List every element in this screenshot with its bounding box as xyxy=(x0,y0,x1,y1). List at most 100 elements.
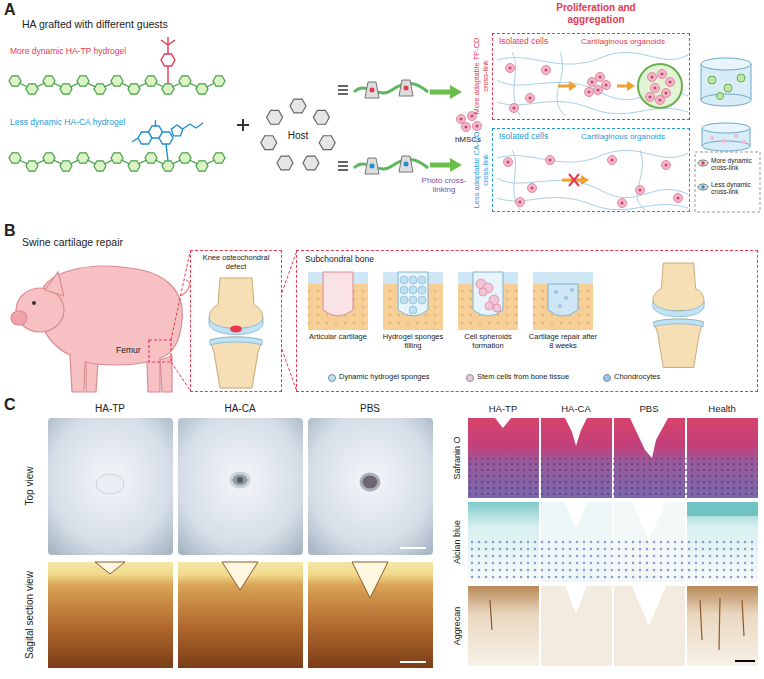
illustration-part xyxy=(717,93,724,100)
illustration-part xyxy=(450,158,462,172)
illustration-part xyxy=(687,586,758,666)
row-label: More adaptable TP-CD cross-link xyxy=(473,34,490,118)
step-caption: Cartilage repair after 8 weeks xyxy=(528,333,598,350)
illustration-part xyxy=(450,85,462,99)
illustration-part xyxy=(171,125,182,136)
illustration-part xyxy=(365,158,379,174)
illustration-part xyxy=(473,272,503,316)
host-cyclodextrin xyxy=(261,99,335,170)
illustration-part xyxy=(400,547,426,549)
hydrogel-network xyxy=(497,52,688,210)
illustration-part xyxy=(637,150,645,210)
column-header: PBS xyxy=(360,403,380,415)
illustration-part xyxy=(569,174,579,186)
row-label: Aggrecan xyxy=(452,607,462,646)
illustration-part xyxy=(632,586,666,626)
process-label: Proliferation and aggregation xyxy=(537,2,655,25)
illustration-part xyxy=(418,276,426,284)
illustration-part xyxy=(750,128,751,146)
column-header: HA-CA xyxy=(561,404,591,415)
illustration-part xyxy=(338,93,348,95)
illustration-part xyxy=(400,286,408,294)
illustration-part xyxy=(516,198,525,207)
illustration-part xyxy=(352,562,388,598)
illustration-part xyxy=(497,178,688,198)
illustration-part xyxy=(181,280,189,296)
illustration-part xyxy=(490,598,744,650)
illustration-part xyxy=(562,179,582,182)
result-box: Isolated cellsCartilaginous organoids xyxy=(492,33,690,120)
illustration-part xyxy=(404,162,409,167)
illustration-part xyxy=(458,272,518,284)
illustration-part xyxy=(724,84,732,92)
row-label: Sagital section view xyxy=(24,571,36,659)
illustration-part xyxy=(178,418,303,555)
illustration-part xyxy=(646,93,655,102)
illustration-part xyxy=(485,302,493,310)
illustration-part xyxy=(183,123,203,129)
illustration-part xyxy=(506,64,515,73)
illustration-part xyxy=(161,40,168,45)
illustration-part xyxy=(40,266,182,392)
illustration-part xyxy=(666,78,675,87)
orange-arrow xyxy=(558,81,577,91)
illustration-part xyxy=(161,54,175,66)
illustration-part xyxy=(489,295,499,305)
illustration-part xyxy=(614,502,685,582)
row-label: Less adaptable CA-CD cross-link xyxy=(473,130,490,210)
illustration-part xyxy=(542,66,551,75)
illustration-part xyxy=(734,134,738,138)
illustration-part xyxy=(95,562,125,574)
illustration-part xyxy=(458,284,518,330)
legend-swatch xyxy=(466,374,474,382)
illustration-part xyxy=(658,70,667,79)
illustration-part xyxy=(418,296,426,304)
legend-text: Less dynamic cross-link xyxy=(711,181,759,196)
illustration-part xyxy=(687,502,758,516)
illustration-part xyxy=(473,122,482,131)
illustration-part xyxy=(700,600,702,640)
illustration-part xyxy=(166,144,168,161)
illustration-part xyxy=(618,199,627,208)
illustration-part xyxy=(303,156,319,170)
illustration-part xyxy=(45,272,64,296)
illustration-part xyxy=(178,562,303,668)
illustration-part xyxy=(710,136,714,140)
illustration-part xyxy=(554,290,558,294)
repair-steps xyxy=(308,272,593,330)
legend-text: Chondrocytes xyxy=(614,373,660,382)
knee-highlight xyxy=(149,340,171,362)
illustration-part xyxy=(430,90,452,95)
illustration-part xyxy=(171,252,190,340)
step-caption: Hydrogel sponges filling xyxy=(378,333,448,350)
illustration-part xyxy=(400,661,426,663)
illustration-part xyxy=(497,198,688,210)
illustration-part xyxy=(602,81,611,90)
illustration-part xyxy=(277,156,293,170)
organoid xyxy=(638,64,682,108)
illustration-part xyxy=(497,102,688,114)
illustration-part xyxy=(290,99,306,113)
aggregating-cells xyxy=(585,73,611,97)
illustration-part xyxy=(695,152,760,212)
column-header: PBS xyxy=(639,404,658,415)
illustration-part xyxy=(751,64,752,100)
illustration-part xyxy=(702,128,703,146)
illustration-part xyxy=(701,185,705,189)
illustration-part xyxy=(313,110,329,124)
illustration-part xyxy=(132,138,138,142)
legend-text: Dynamic hydrogel sponges xyxy=(339,373,429,382)
column-header: HA-TP xyxy=(95,403,125,415)
illustration-part xyxy=(338,85,348,87)
defect xyxy=(230,326,242,333)
illustration-part xyxy=(533,284,593,330)
illustration-part xyxy=(167,45,168,54)
illustration-part xyxy=(400,296,408,304)
threaded-complex-tp xyxy=(354,80,428,98)
illustration-part xyxy=(308,562,433,668)
illustration-part xyxy=(365,82,379,98)
illustration-part xyxy=(319,136,335,150)
illustration-part xyxy=(701,94,751,106)
illustration-part xyxy=(636,186,645,195)
